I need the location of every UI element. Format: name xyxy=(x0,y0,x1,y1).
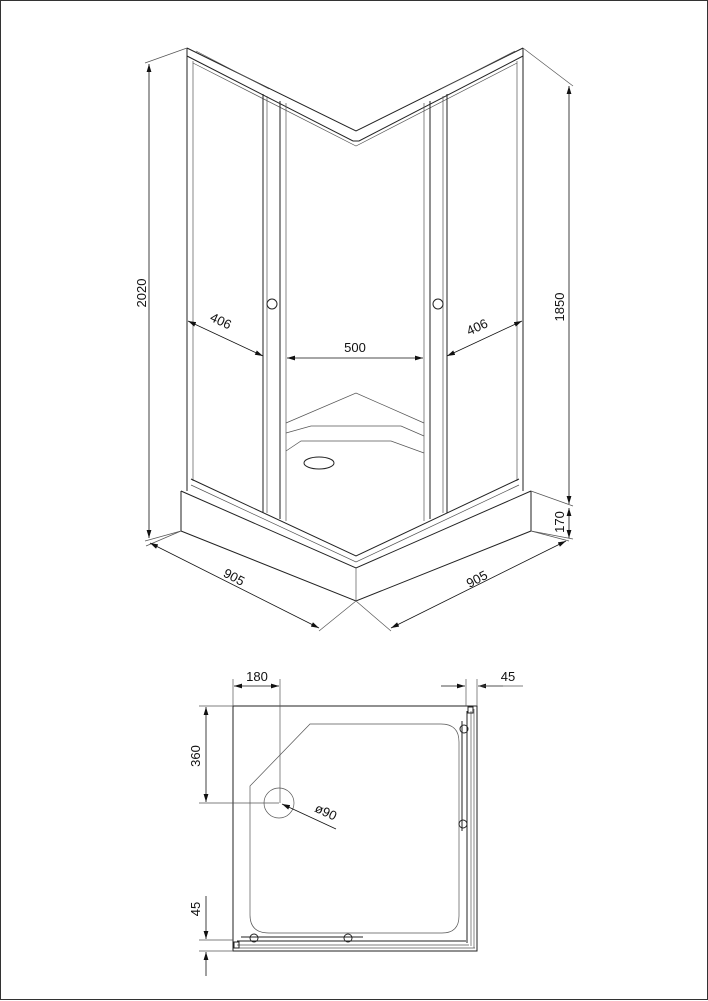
shower-enclosure-isometric xyxy=(180,47,532,602)
right-door-knob xyxy=(432,298,444,310)
dim-height-total: 2020 xyxy=(134,279,149,308)
dim-drain-offset-y: 360 xyxy=(188,745,203,767)
shower-tray-plan xyxy=(232,705,478,952)
dim-height-tray: 170 xyxy=(552,511,567,533)
dim-drain-offset-x: 180 xyxy=(246,669,268,684)
dim-profile-width-right: 45 xyxy=(501,669,515,684)
dim-width-left: 905 xyxy=(221,565,247,588)
right-door-profile xyxy=(423,94,448,521)
dim-side-panel-right: 406 xyxy=(464,316,490,339)
dim-side-panel-left: 406 xyxy=(208,310,234,333)
isometric-dimensions: 2020 1850 170 406 500 406 905 905 xyxy=(134,47,574,632)
dim-width-right: 905 xyxy=(464,567,490,590)
right-door-rail xyxy=(458,706,474,946)
dim-profile-width-bottom: 45 xyxy=(188,902,203,916)
plan-dimensions: 180 45 360 ø90 45 xyxy=(188,669,523,976)
left-door-profile xyxy=(262,94,287,521)
left-door-knob xyxy=(266,298,278,310)
dim-height-glass: 1850 xyxy=(552,293,567,322)
dim-door-opening: 500 xyxy=(344,340,366,355)
drain-icon xyxy=(303,456,335,470)
bottom-door-rail xyxy=(233,933,469,949)
